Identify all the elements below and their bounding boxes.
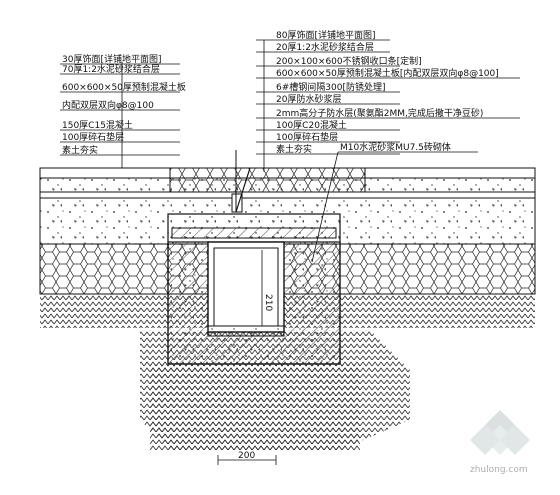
- watermark-logo: zhulong.com: [470, 410, 530, 475]
- left-label-6: 100厚碎石垫层: [62, 131, 124, 143]
- right-label-4: 600×600×50厚预制混凝土板[内配双层双向φ8@100]: [276, 67, 499, 79]
- right-label-8: 100厚C20混凝土: [276, 119, 347, 131]
- stainless-trim: [231, 193, 243, 213]
- right-label-6: 20厚防水砂浆层: [276, 93, 341, 105]
- left-label-4: 内配双层双向φ8@100: [62, 99, 154, 111]
- depth-dimension: 210: [263, 294, 273, 311]
- channel-lining: [213, 247, 279, 327]
- right-label-7: 2mm高分子防水层(聚氨酯2MM,完成后撒干净豆砂): [276, 107, 483, 119]
- slab-base-line: [39, 191, 536, 199]
- left-label-5: 150厚C15混凝土: [62, 119, 133, 131]
- wall-leader: [311, 151, 339, 263]
- right-label-9: 100厚碎石垫层: [276, 131, 338, 143]
- left-label-2: 70厚1:2水泥砂浆结合层: [62, 63, 160, 75]
- wall-label: M10水泥砂浆MU7.5砖砌体: [340, 141, 451, 153]
- right-label-1: 80厚饰面[详铺地平面图]: [276, 29, 375, 41]
- right-label-2: 20厚1:2水泥砂浆结合层: [276, 41, 374, 53]
- left-label-1: 30厚饰面[详铺地平面图]: [62, 53, 161, 65]
- left-label-3: 600×600×50厚预制混凝土板: [62, 81, 186, 93]
- cover-grate: [171, 227, 337, 239]
- right-label-10: 素土夯实: [276, 143, 312, 155]
- right-label-5: 6#槽钢间隔300[防锈处理]: [276, 81, 385, 93]
- width-dimension: 200: [238, 451, 255, 461]
- channel-bottom: [207, 325, 285, 337]
- left-label-7: 素土夯实: [62, 144, 98, 156]
- right-label-3: 200×100×600不锈钢收口条[定制]: [276, 55, 422, 67]
- precast-slab-left: [169, 167, 366, 193]
- base-soil: [150, 364, 360, 450]
- watermark-text: zhulong.com: [470, 465, 528, 475]
